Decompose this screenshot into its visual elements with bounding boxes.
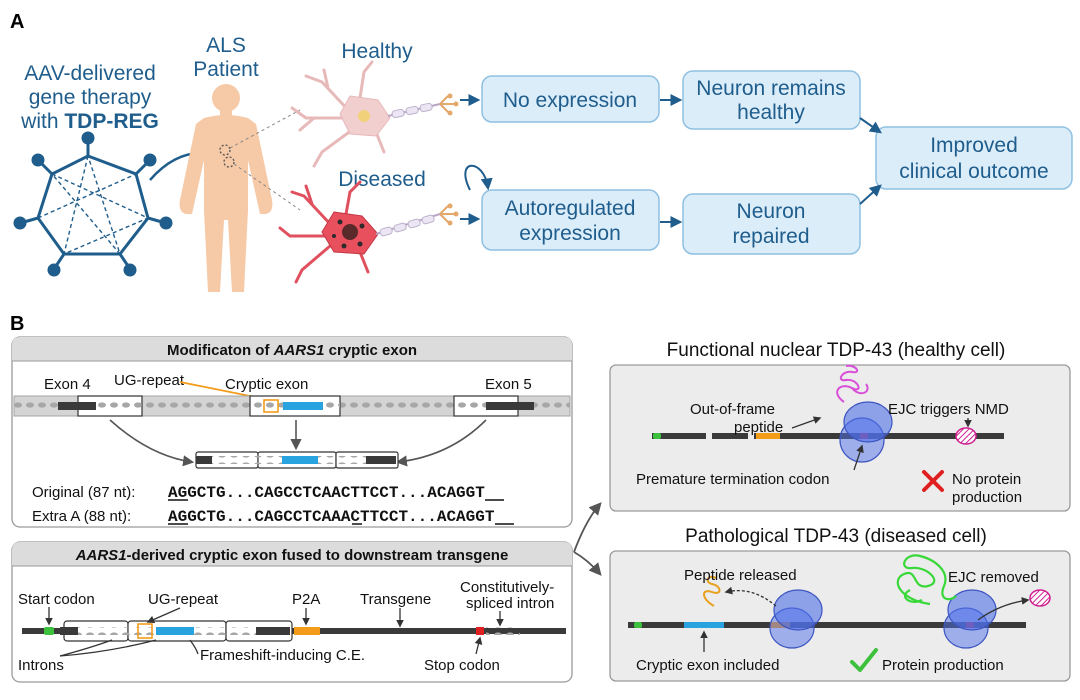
ejc-icon-healthy (955, 427, 977, 445)
healthy-ribosome-large-icon (843, 401, 893, 443)
original-label: Original (87 nt): (32, 484, 135, 501)
neuron-healthy-line1: Neuron remains (696, 77, 845, 100)
exon4-label: Exon 4 (44, 376, 91, 393)
construct-box (11, 541, 573, 683)
genomic-locus (13, 395, 571, 417)
autoregulation-loop-arrow (464, 164, 493, 191)
protein-product-icon (896, 554, 957, 606)
constitutive-line2: spliced intron (466, 595, 554, 612)
out-of-frame-line1: Out-of-frame (690, 401, 775, 418)
transgene-label: Transgene (360, 591, 431, 608)
therapy-line1: AAV-delivered (24, 62, 156, 85)
aav-capsid-icon (13, 131, 173, 277)
neuron-healthy-line2: healthy (737, 101, 805, 124)
arrow-to-healthy-cell (573, 502, 602, 553)
extra-a-label: Extra A (88 nt): (32, 508, 131, 525)
no-protein-x-icon (922, 470, 944, 492)
healthy-label: Healthy (341, 40, 413, 63)
ejc-triggers-label: EJC triggers NMD (888, 401, 1009, 418)
improved-line2: clinical outcome (899, 160, 1048, 183)
no-protein-line1: No protein (952, 471, 1021, 488)
start-codon-label: Start codon (18, 591, 95, 608)
brain-site-icon (219, 144, 231, 156)
zoom-line-healthy (229, 109, 301, 149)
frameshift-label: Frameshift-inducing C.E. (200, 647, 365, 664)
constitutive-line1: Constitutively- (460, 579, 554, 596)
spine-site-icon (223, 156, 235, 168)
autoregulated-line1: Autoregulated (505, 197, 636, 220)
therapy-line3: with TDP-REG (20, 110, 159, 133)
construct-title: AARS1-derived cryptic exon fused to down… (75, 547, 509, 564)
protein-production-check-icon (850, 648, 878, 672)
arrow-healthy-to-outcome (859, 117, 882, 134)
modification-title: Modificaton of AARS1 cryptic exon (167, 342, 417, 359)
therapy-line2: gene therapy (29, 86, 152, 109)
no-expression-text: No expression (503, 89, 637, 112)
patient-line2: Patient (193, 58, 259, 81)
original-sequence: AGGCTG...CAGCCTCAACTTCCT...ACAGGT (168, 484, 485, 502)
diseased-neuron-icon (278, 180, 459, 284)
ug-repeat-label-top: UG-repeat (114, 372, 185, 389)
ejc-icon-removed (1029, 589, 1051, 607)
patient-body-icon (179, 84, 273, 292)
diseased-label: Diseased (338, 168, 426, 191)
healthy-mrna (652, 433, 1004, 439)
out-of-frame-line2: peptide (734, 419, 783, 436)
diseased-cell-title: Pathological TDP-43 (diseased cell) (685, 526, 987, 547)
cryptic-exon-label: Cryptic exon (225, 376, 308, 393)
diseased-ribosome1-large-icon (773, 589, 823, 631)
autoregulated-box (481, 189, 660, 251)
diseased-cell-box (609, 550, 1071, 682)
panel-a-label: A (10, 11, 24, 33)
arrow-to-diseased-cell (573, 551, 602, 576)
protein-production-label: Protein production (882, 657, 1004, 674)
healthy-cell-title: Functional nuclear TDP-43 (healthy cell) (667, 340, 1006, 361)
modification-box (11, 336, 573, 528)
out-of-frame-peptide-icon (836, 364, 869, 403)
no-protein-line2: production (952, 489, 1022, 506)
healthy-neuron-icon (290, 60, 459, 168)
spliced-mrna (195, 451, 399, 469)
neuron-healthy-box (682, 70, 861, 130)
transgene-construct (22, 620, 566, 642)
cryptic-included-label: Cryptic exon included (636, 657, 779, 674)
ug-repeat-label-bottom: UG-repeat (148, 591, 219, 608)
peptide-released-label: Peptide released (684, 567, 797, 584)
ejc-removed-label: EJC removed (948, 569, 1039, 586)
released-peptide-icon (703, 575, 721, 607)
autoregulated-line2: expression (519, 222, 621, 245)
improved-line1: Improved (930, 134, 1018, 157)
neuron-repaired-line1: Neuron (737, 200, 806, 223)
improved-outcome-box (875, 126, 1073, 190)
arrow-repaired-to-outcome (859, 184, 882, 205)
extra-a-sequence: AGGCTG...CAGCCTCAAACTTCCT...ACAGGT (168, 508, 495, 526)
introns-label: Introns (18, 657, 64, 674)
stop-codon-label: Stop codon (424, 657, 500, 674)
neuron-repaired-box (682, 193, 861, 255)
premature-label: Premature termination codon (636, 471, 829, 488)
zoom-line-diseased (233, 163, 301, 211)
exon5-label: Exon 5 (485, 376, 532, 393)
p2a-label: P2A (292, 591, 320, 608)
panel-b-label: B (10, 313, 24, 335)
neuron-repaired-line2: repaired (732, 225, 809, 248)
patient-line1: ALS (206, 34, 246, 57)
no-expression-box (481, 75, 660, 123)
